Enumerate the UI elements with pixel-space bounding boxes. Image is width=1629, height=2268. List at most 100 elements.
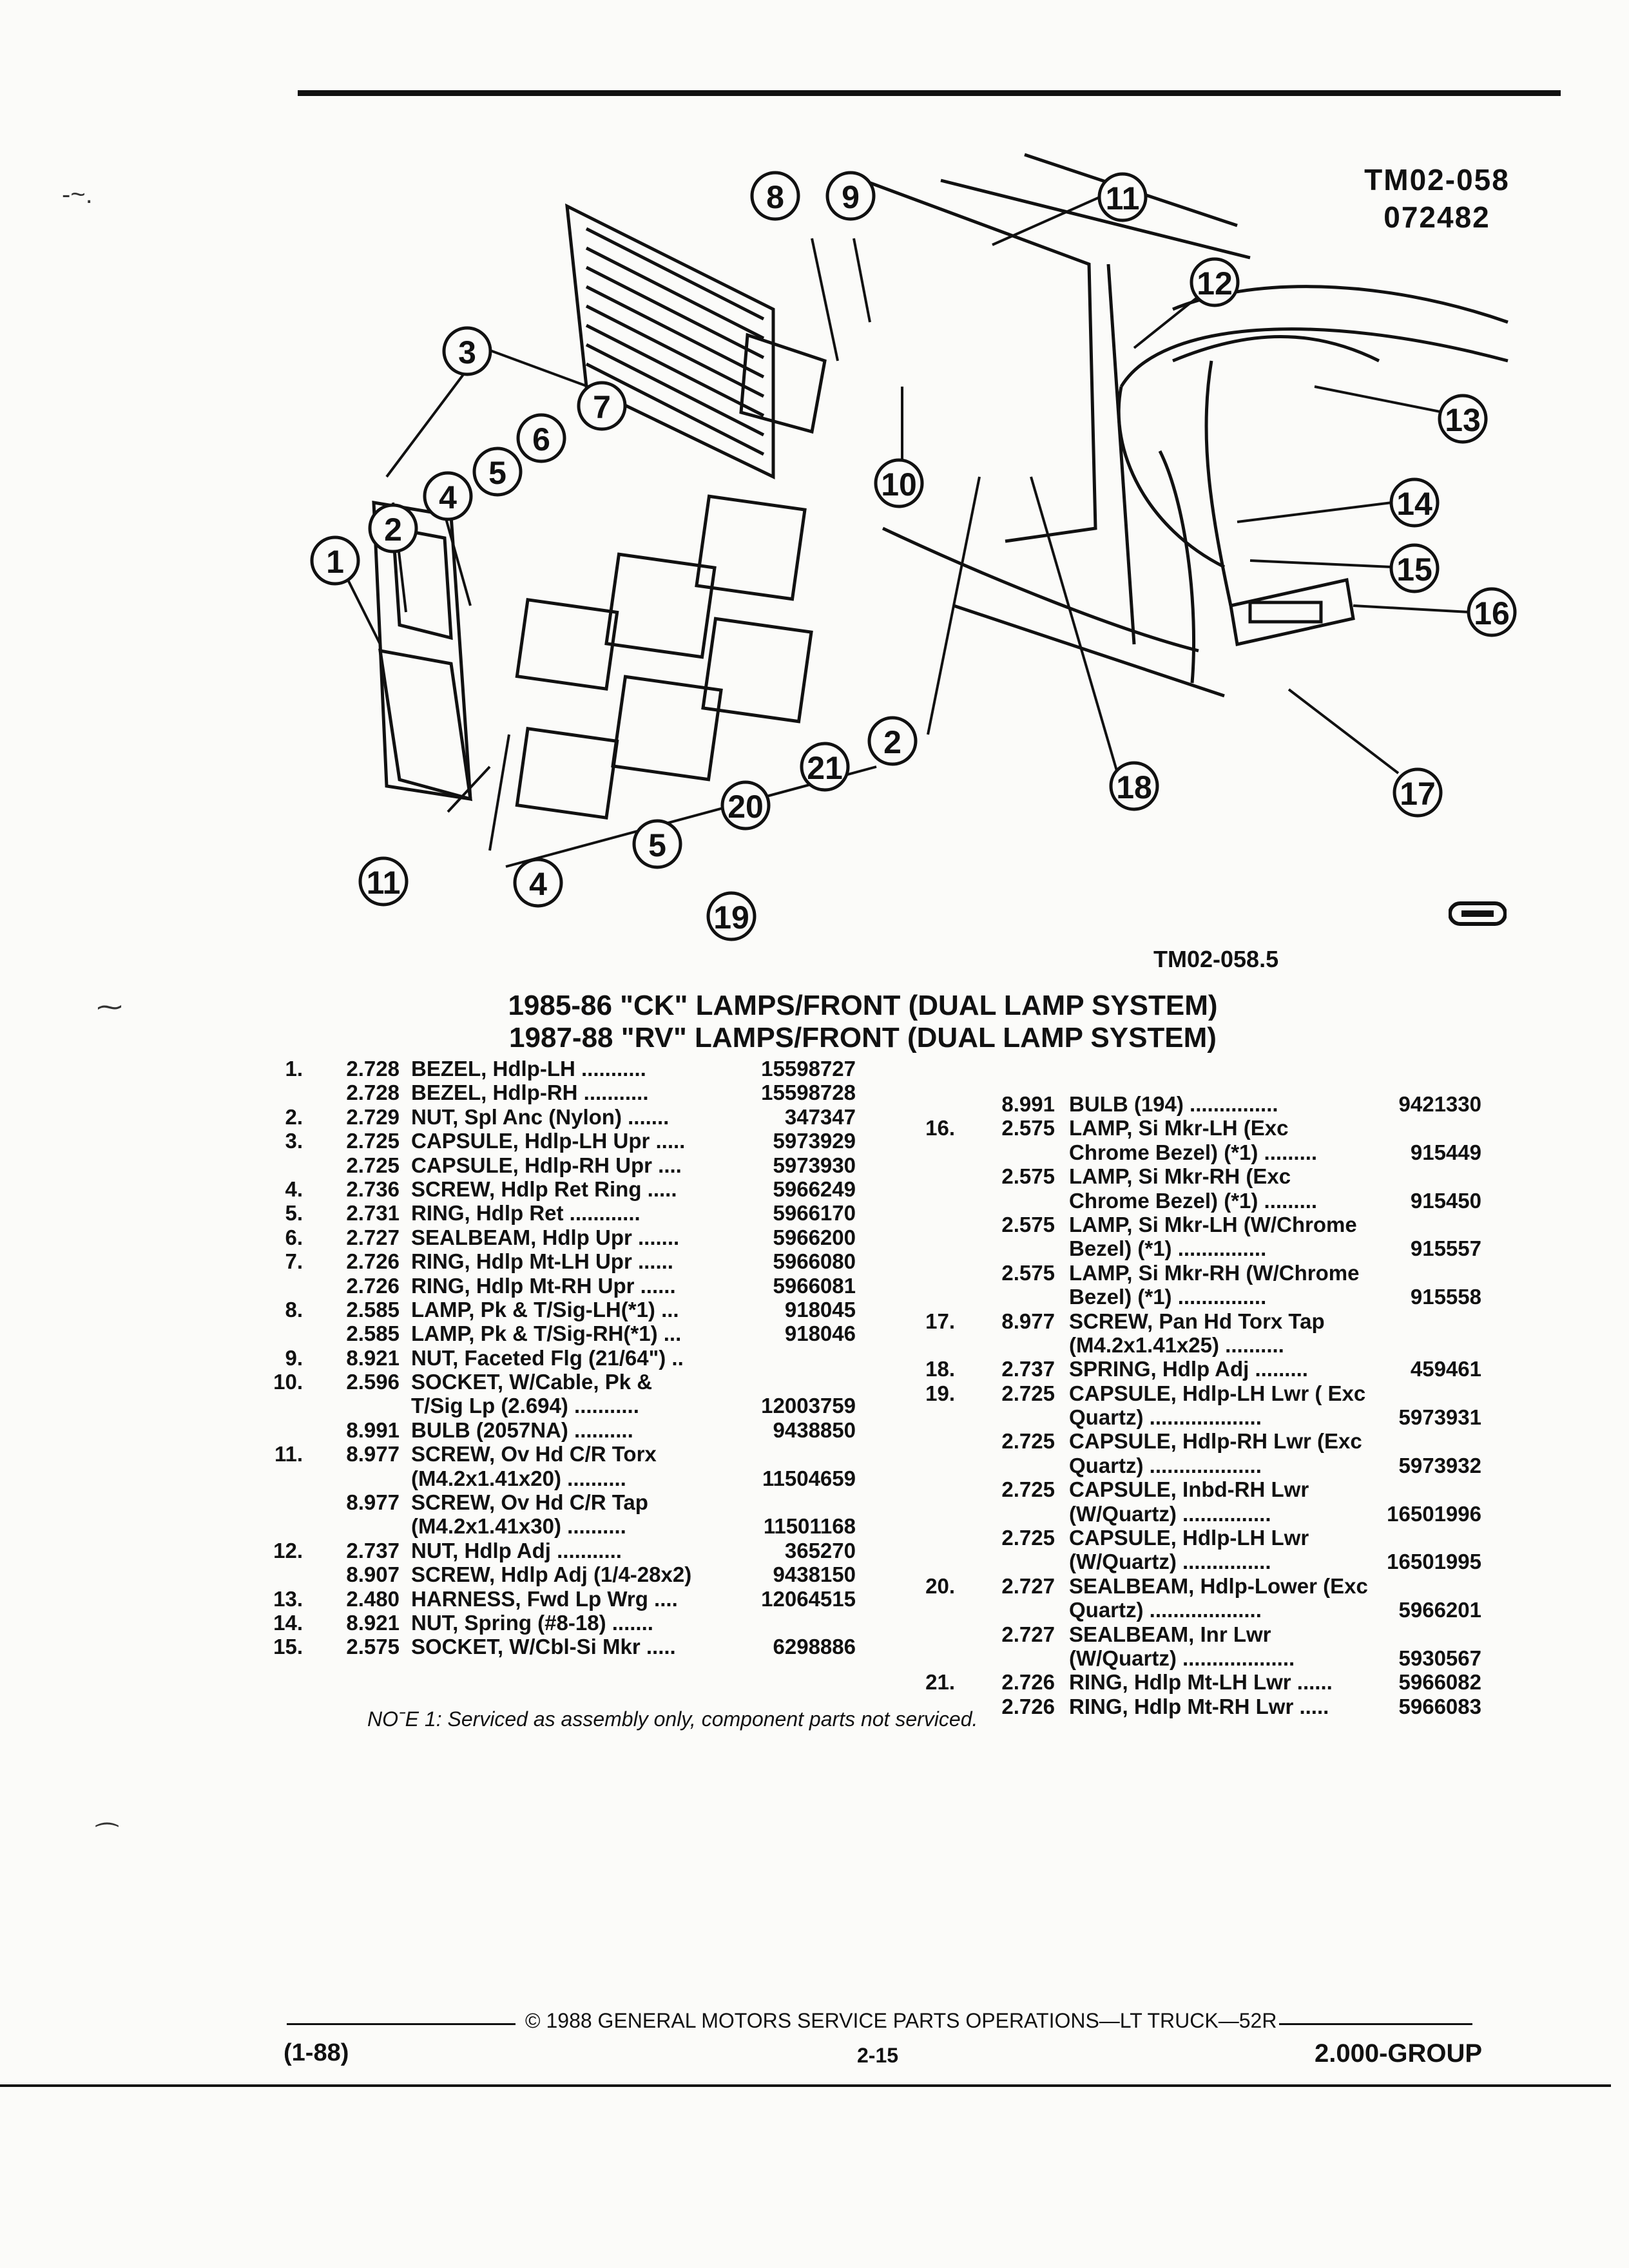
part-detail: Hdlp Ret Ring ..... (501, 1177, 677, 1201)
footer-date: (1-88) (284, 2039, 349, 2066)
footer-rule-left (287, 2023, 516, 2025)
part-detail: Quartz) ................... (1069, 1405, 1262, 1430)
part-number: 915450 (1410, 1188, 1481, 1213)
callout-4: 4 (423, 471, 473, 521)
item-number (245, 1466, 303, 1490)
part-name: LAMP, (1069, 1260, 1133, 1285)
part-number: 5966081 (773, 1273, 856, 1298)
group-number: 2.575 (1001, 1164, 1055, 1189)
footer-group: 2.000-GROUP (1315, 2039, 1483, 2068)
group-number (955, 1646, 1055, 1670)
item-number (245, 1514, 303, 1538)
svg-text:2: 2 (384, 512, 402, 548)
part-detail: Quartz) ................... (1069, 1598, 1262, 1622)
group-number (955, 1189, 1055, 1213)
part-number: 9421330 (1398, 1092, 1481, 1116)
part-number: 5966170 (773, 1201, 856, 1225)
part-description: NUT, Hdlp Adj ...........365270 (411, 1539, 856, 1562)
part-description: RING, Hdlp Ret ............5966170 (411, 1201, 856, 1225)
svg-text:1: 1 (326, 544, 344, 580)
item-number: 1. (285, 1057, 303, 1081)
part-detail: Hdlp Mt-RH Lwr ..... (1133, 1694, 1329, 1718)
group-number: 2.725 (1001, 1526, 1055, 1550)
callout-10: 10 (874, 458, 924, 508)
part-detail: (M4.2x1.41x20) .......... (411, 1466, 626, 1490)
part-description: SEALBEAM, Hdlp-Lower (Exc (1069, 1574, 1481, 1598)
part-name: CAPSULE, (1069, 1526, 1177, 1550)
item-number (245, 1562, 303, 1586)
group-number: 2.731 (346, 1201, 400, 1225)
group-number: 2.728 (346, 1057, 400, 1081)
part-number: 915558 (1410, 1285, 1481, 1309)
callout-11: 11 (358, 856, 409, 907)
group-number (955, 1598, 1055, 1622)
part-name: SCREW, (411, 1562, 496, 1587)
part-number: 459461 (1410, 1357, 1481, 1381)
group-number (955, 1405, 1055, 1429)
part-description: (W/Quartz) ...............16501995 (1069, 1550, 1481, 1573)
part-description: CAPSULE, Hdlp-RH Upr ....5973930 (411, 1153, 856, 1177)
part-number: 5966249 (773, 1177, 856, 1201)
part-detail: Inbd-RH Lwr (1182, 1477, 1309, 1502)
bottom-rule (0, 2084, 1611, 2087)
item-number (245, 1321, 303, 1345)
leader-12 (1133, 295, 1200, 349)
part-detail: Ov Hd C/R Torx (501, 1442, 657, 1466)
part-description: RING, Hdlp Mt-LH Lwr ......5966082 (1069, 1670, 1481, 1694)
part-detail: W/Cbl-Si Mkr ..... (509, 1635, 676, 1659)
svg-text:9: 9 (842, 179, 860, 215)
part-description: LAMP, Si Mkr-RH (Exc (1069, 1164, 1481, 1188)
part-number: 918045 (784, 1297, 856, 1321)
leader-8 (811, 238, 839, 361)
item-number (897, 1405, 955, 1429)
part-number: 5930567 (1398, 1646, 1481, 1670)
part-number: 918046 (784, 1321, 856, 1346)
part-detail: Chrome Bezel) (*1) ......... (1069, 1140, 1318, 1164)
part-number: 5966201 (1398, 1598, 1481, 1622)
part-description: NUT, Spl Anc (Nylon) .......347347 (411, 1105, 856, 1129)
part-name: SCREW, (1069, 1309, 1153, 1333)
part-detail: (M4.2x1.41x30) .......... (411, 1514, 626, 1539)
part-number: 11504659 (762, 1466, 856, 1490)
part-detail: Bezel) (*1) ............... (1069, 1285, 1267, 1309)
part-detail: Pk & T/Sig-RH(*1) ... (480, 1321, 682, 1346)
harness-wire (1117, 386, 1226, 569)
group-number: 2.726 (346, 1273, 400, 1298)
parts-row: (M4.2x1.41x20) .......... 11504659 (245, 1466, 856, 1490)
top-rule (298, 90, 1561, 96)
part-detail: Hdlp Mt-RH Upr ...... (476, 1273, 676, 1298)
group-number: 2.727 (346, 1225, 400, 1249)
svg-text:5: 5 (648, 827, 666, 863)
item-number: 6. (285, 1225, 303, 1249)
page-title-line1: 1985-86 "CK" LAMPS/FRONT (DUAL LAMP SYST… (508, 990, 1218, 1021)
leader-14 (1237, 501, 1393, 523)
part-detail: Hdlp-LH ........... (492, 1057, 646, 1081)
part-detail: Hdlp-Lower (Exc (1200, 1573, 1368, 1598)
item-number: 11. (274, 1442, 303, 1466)
svg-text:6: 6 (532, 421, 550, 457)
callout-21: 21 (800, 742, 850, 792)
part-name: SPRING, (1069, 1357, 1157, 1381)
part-number: 5973929 (773, 1129, 856, 1153)
part-name: SEALBEAM, (1069, 1622, 1195, 1646)
group-number: 2.575 (1001, 1212, 1055, 1236)
svg-text:2: 2 (883, 724, 901, 760)
part-number: 5973932 (1398, 1453, 1481, 1477)
group-number: 2.575 (1001, 1260, 1055, 1285)
gm-logo (1448, 901, 1507, 934)
part-detail: Chrome Bezel) (*1) ......... (1069, 1188, 1318, 1213)
part-number: 16501995 (1387, 1550, 1481, 1574)
diagram-code: TM02-058 072482 (1353, 161, 1521, 236)
group-number: 2.728 (346, 1081, 400, 1105)
part-number: 5966200 (773, 1225, 856, 1249)
